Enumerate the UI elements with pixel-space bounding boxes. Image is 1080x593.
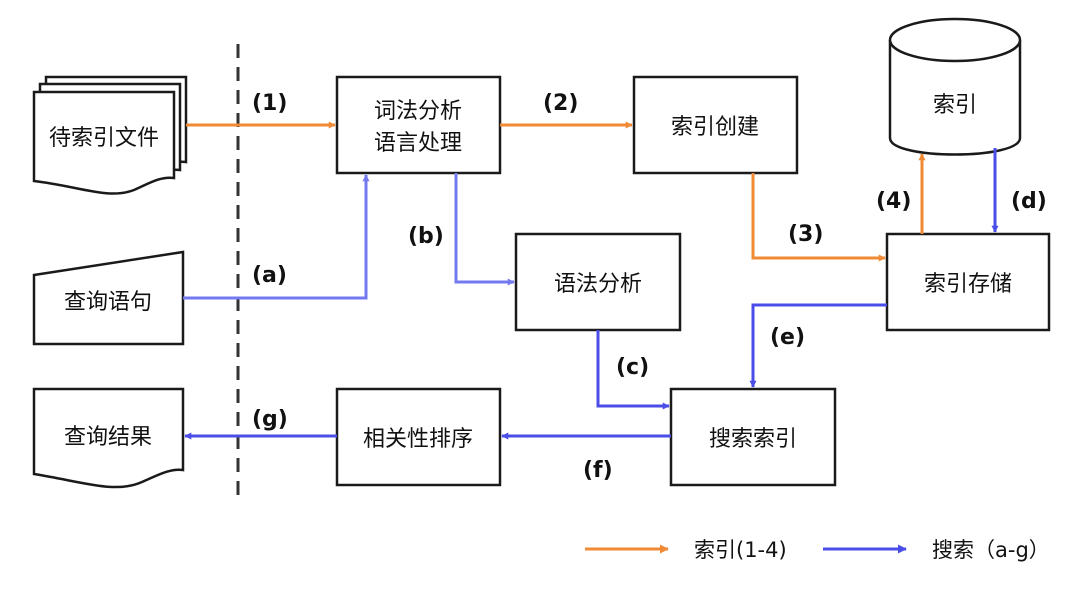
- step-label-b: (b): [408, 224, 444, 249]
- legend: 索引(1-4) 搜索（a-g）: [585, 538, 1050, 562]
- legend-search-label: 搜索（a-g）: [932, 538, 1050, 562]
- results-node: 查询结果: [32, 387, 185, 489]
- index-database-label: 索引: [933, 93, 977, 118]
- index-storage-label: 索引存储: [924, 272, 1012, 297]
- step-label-f: (f): [583, 458, 613, 483]
- create-index-label: 索引创建: [671, 115, 759, 140]
- step-label-2: (2): [543, 91, 578, 116]
- query-node: 查询语句: [32, 250, 185, 346]
- query-label: 查询语句: [64, 290, 152, 315]
- arrow-step-3: [751, 173, 886, 262]
- lexical-analysis-node: 词法分析 语言处理: [335, 75, 502, 175]
- documents-label: 待索引文件: [49, 126, 159, 151]
- documents-node: 待索引文件: [32, 75, 188, 195]
- index-storage-node: 索引存储: [885, 232, 1051, 332]
- index-database-node: 索引: [888, 17, 1022, 156]
- arrow-step-e: [749, 303, 887, 388]
- lexical-label-line1: 词法分析: [374, 99, 462, 124]
- ranking-label: 相关性排序: [363, 427, 473, 452]
- step-label-e: (e): [770, 325, 805, 350]
- search-index-label: 搜索索引: [709, 427, 797, 452]
- ranking-node: 相关性排序: [335, 387, 502, 487]
- create-index-node: 索引创建: [632, 75, 799, 175]
- results-label: 查询结果: [64, 425, 152, 450]
- arrow-step-b: [454, 173, 515, 286]
- syntax-analysis-label: 语法分析: [554, 272, 642, 297]
- step-label-d: (d): [1011, 189, 1047, 214]
- step-label-c: (c): [616, 355, 649, 380]
- step-label-a: (a): [252, 263, 287, 288]
- lexical-label-line2: 语言处理: [374, 131, 462, 156]
- step-label-4: (4): [876, 189, 911, 214]
- arrow-step-a: [183, 174, 370, 300]
- step-label-3: (3): [788, 222, 823, 247]
- syntax-analysis-node: 语法分析: [514, 232, 682, 332]
- search-index-node: 搜索索引: [669, 387, 837, 487]
- arrow-step-c: [596, 330, 670, 410]
- step-label-g: (g): [252, 407, 288, 432]
- step-label-1: (1): [252, 91, 287, 116]
- legend-index-label: 索引(1-4): [694, 538, 787, 562]
